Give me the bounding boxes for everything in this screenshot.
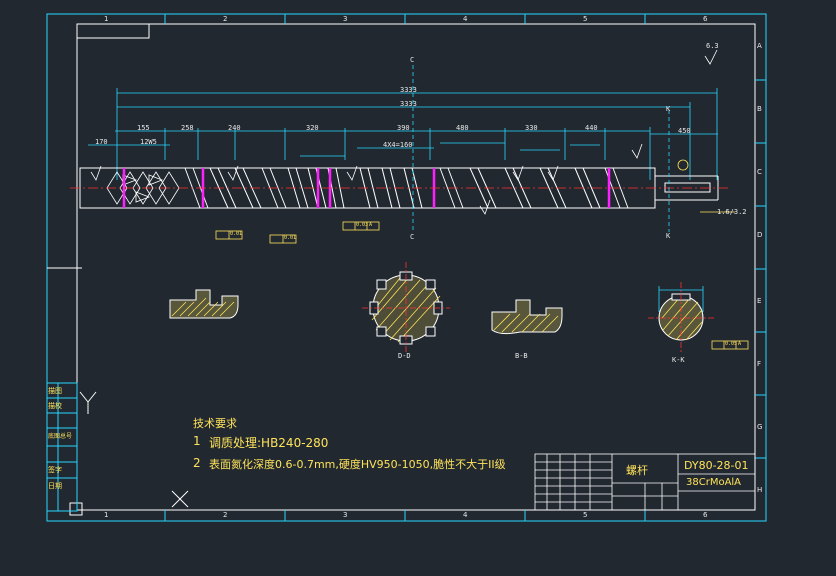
part-name: 螺杆 [626, 464, 648, 477]
section-view-left[interactable] [169, 289, 239, 319]
left-col-label-5: 日期 [48, 482, 62, 490]
grid-row-c: C [757, 168, 762, 176]
left-col-label-3: 底图总号 [48, 433, 73, 440]
drawing-number: DY80-28-01 [684, 459, 749, 472]
section-mark-k-bottom: K [666, 232, 671, 240]
tolerance-2: 0.01 [284, 235, 297, 241]
dim-segment-2: 12W5 [140, 138, 157, 146]
tolerance-ref-2: A [738, 341, 742, 347]
dim-segment-1: 155 [137, 124, 150, 132]
section-mark-c-bottom: C [410, 233, 415, 241]
dim-segment-5: 320 [306, 124, 319, 132]
left-col-label-1: 描图 [48, 387, 62, 395]
requirement-2-text: 表面氮化深度0.6-0.7mm,硬度HV950-1050,脆性不大于II级 [209, 458, 506, 471]
section-label-d-d: D-D [398, 352, 411, 360]
grid-col-3-bottom: 3 [343, 511, 348, 519]
grid-row-b: B [757, 105, 762, 113]
tolerance-ref-1: A [369, 222, 373, 228]
section-mark-c-top: C [410, 56, 415, 64]
grid-col-4: 4 [463, 15, 468, 23]
projection-symbol [79, 391, 189, 508]
section-view-k-k[interactable] [648, 282, 714, 352]
dim-segment-8: 330 [525, 124, 538, 132]
dim-segment-4: 240 [228, 124, 241, 132]
roughness-value: 6.3 [706, 42, 719, 50]
section-view-d-d[interactable] [362, 262, 450, 352]
title-block[interactable] [534, 453, 756, 511]
left-col-label-4: 签字 [48, 466, 62, 474]
grid-col-6-bottom: 6 [703, 511, 708, 519]
dim-overall-2: 3333 [400, 100, 417, 108]
tolerance-4: 0.05 [725, 341, 738, 347]
grid-row-f: F [757, 360, 762, 368]
grid-row-d: D [757, 231, 763, 239]
grid-row-g: G [757, 423, 763, 431]
dim-segment-7: 480 [456, 124, 469, 132]
grid-col-2: 2 [223, 15, 228, 23]
grid-col-1: 1 [104, 15, 109, 23]
requirement-1-num: 1 [193, 434, 201, 448]
tolerance-3: 0.03 [356, 222, 369, 228]
dim-shaft: 4X4=160 [383, 141, 413, 149]
grid-col-3: 3 [343, 15, 348, 23]
section-label-b-b: B-B [515, 352, 528, 360]
grid-col-2-bottom: 2 [223, 511, 228, 519]
screw-main-view[interactable] [70, 49, 749, 350]
grid-col-5: 5 [583, 15, 588, 23]
dim-segment-3: 258 [181, 124, 194, 132]
grid-col-6: 6 [703, 15, 708, 23]
requirement-1-text: 调质处理:HB240-280 [209, 436, 329, 450]
requirement-2-num: 2 [193, 456, 201, 470]
grid-row-h: H [757, 486, 763, 494]
dim-segment-11: 170 [95, 138, 108, 146]
dim-segment-10: 450 [678, 127, 691, 135]
grid-row-a: A [757, 42, 762, 50]
dim-segment-6: 390 [397, 124, 410, 132]
grid-row-e: E [757, 297, 762, 305]
section-mark-k-top: K [666, 105, 671, 113]
grid-col-5-bottom: 5 [583, 511, 588, 519]
tolerance-1: 0.01 [230, 231, 243, 237]
dim-overall-1: 3333 [400, 86, 417, 94]
material: 38CrMoAlA [686, 477, 742, 488]
requirements-heading: 技术要求 [193, 417, 237, 430]
keyway-dim: 1.6/3.2 [717, 208, 747, 216]
left-col-label-2: 描校 [48, 402, 62, 410]
section-view-b-b[interactable] [491, 299, 563, 335]
grid-col-4-bottom: 4 [463, 511, 468, 519]
sheet-frame [46, 13, 767, 522]
grid-col-1-bottom: 1 [104, 511, 109, 519]
dim-segment-9: 440 [585, 124, 598, 132]
section-label-k-k: K-K [672, 356, 685, 364]
